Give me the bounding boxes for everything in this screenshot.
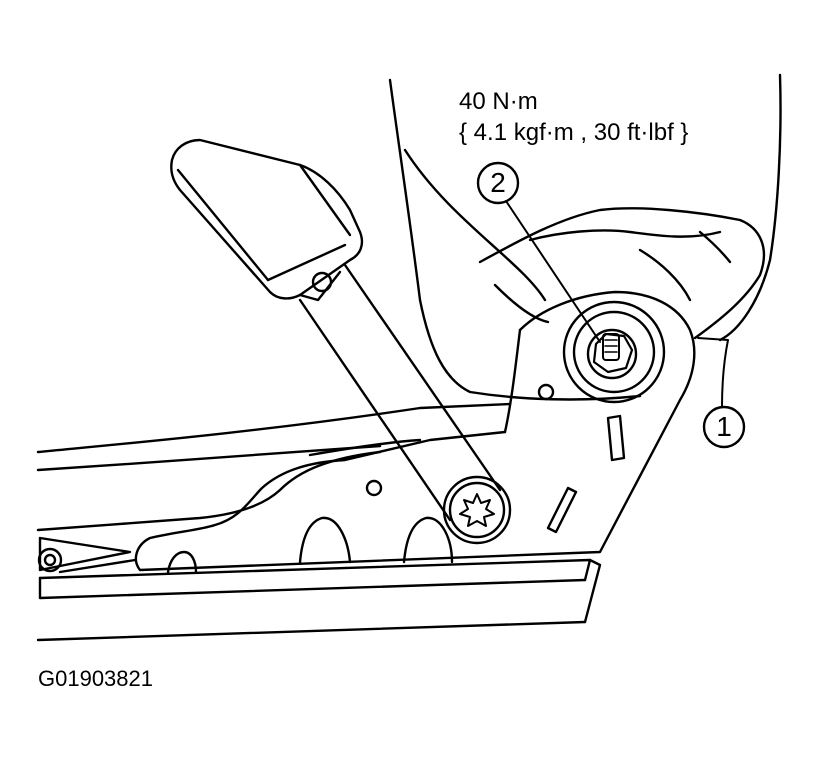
bracket-slot: [546, 486, 578, 534]
anchor-bracket[interactable]: [134, 290, 696, 574]
seat-back-trim: [388, 73, 782, 401]
torque-value: 40 N·m: [459, 88, 538, 115]
callout-1-number: 1: [716, 411, 732, 442]
callout-2: [476, 161, 601, 343]
bracket-slot: [606, 414, 626, 462]
torque-conversion: { 4.1 kgf·m , 30 ft·lbf }: [459, 119, 689, 146]
seat-cushion: [36, 402, 587, 642]
bracket-hole: [365, 479, 383, 497]
torx-bolt[interactable]: [442, 475, 512, 545]
callout-2-number: 2: [490, 167, 506, 198]
callout-1: [697, 337, 746, 449]
anchor-nut[interactable]: [562, 300, 666, 404]
bracket-hole: [537, 383, 555, 401]
seat-rail: [37, 536, 602, 624]
seat-belt-buckle[interactable]: [170, 138, 502, 522]
figure-id: G01903821: [38, 666, 153, 691]
